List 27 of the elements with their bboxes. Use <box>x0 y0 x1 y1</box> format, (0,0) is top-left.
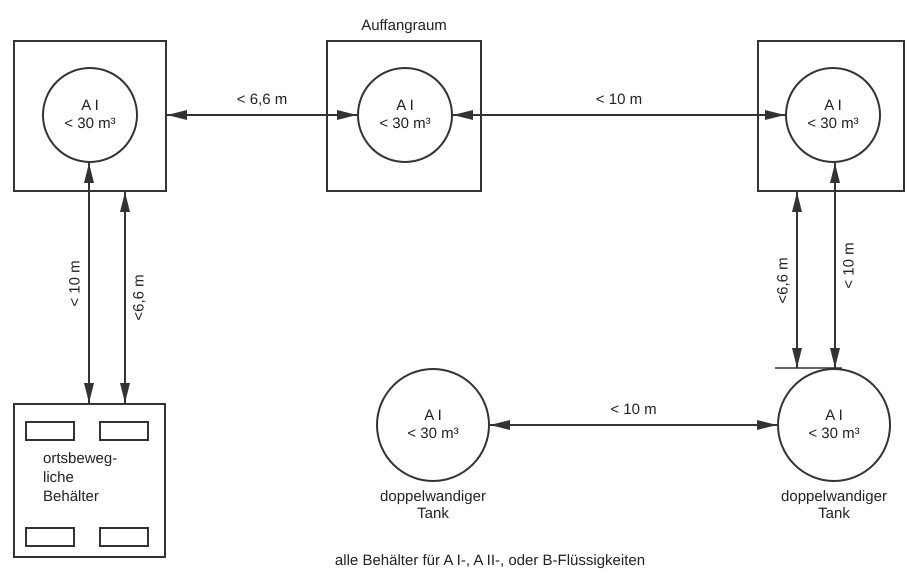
container-area-box <box>13 403 166 558</box>
collection-room-box <box>757 40 905 192</box>
class-label: A I <box>81 97 99 115</box>
volume-label: < 30 m³ <box>64 115 116 133</box>
class-label: A I <box>424 407 442 425</box>
dimension-arrow <box>830 163 840 368</box>
dimension-arrow <box>84 163 94 403</box>
container-label: ortsbeweg-liche Behälter <box>43 449 118 506</box>
tank-caption: doppelwandiger Tank <box>379 488 487 522</box>
dimension-arrow <box>490 420 777 430</box>
class-label: A I <box>824 97 842 115</box>
tank-caption: doppelwandiger Tank <box>780 488 888 522</box>
dimension-arrow <box>792 192 802 368</box>
volume-label: < 30 m³ <box>407 425 459 443</box>
volume-label: < 30 m³ <box>808 425 860 443</box>
volume-label: < 30 m³ <box>807 115 859 133</box>
dimension-arrow <box>120 192 130 403</box>
class-label: A I <box>396 97 414 115</box>
box-heading: Auffangraum <box>360 17 448 35</box>
dimension-arrow <box>167 110 357 120</box>
collection-room-box <box>13 40 167 192</box>
distance-label: <6,6 m <box>130 272 148 323</box>
class-label: A I <box>825 407 843 425</box>
volume-label: < 30 m³ <box>379 115 431 133</box>
dimension-arrow <box>453 110 785 120</box>
caption: alle Behälter für A I-, A II-, oder B-Flüssigkeiten <box>334 552 646 569</box>
distance-label: < 6,6 m <box>234 91 290 108</box>
